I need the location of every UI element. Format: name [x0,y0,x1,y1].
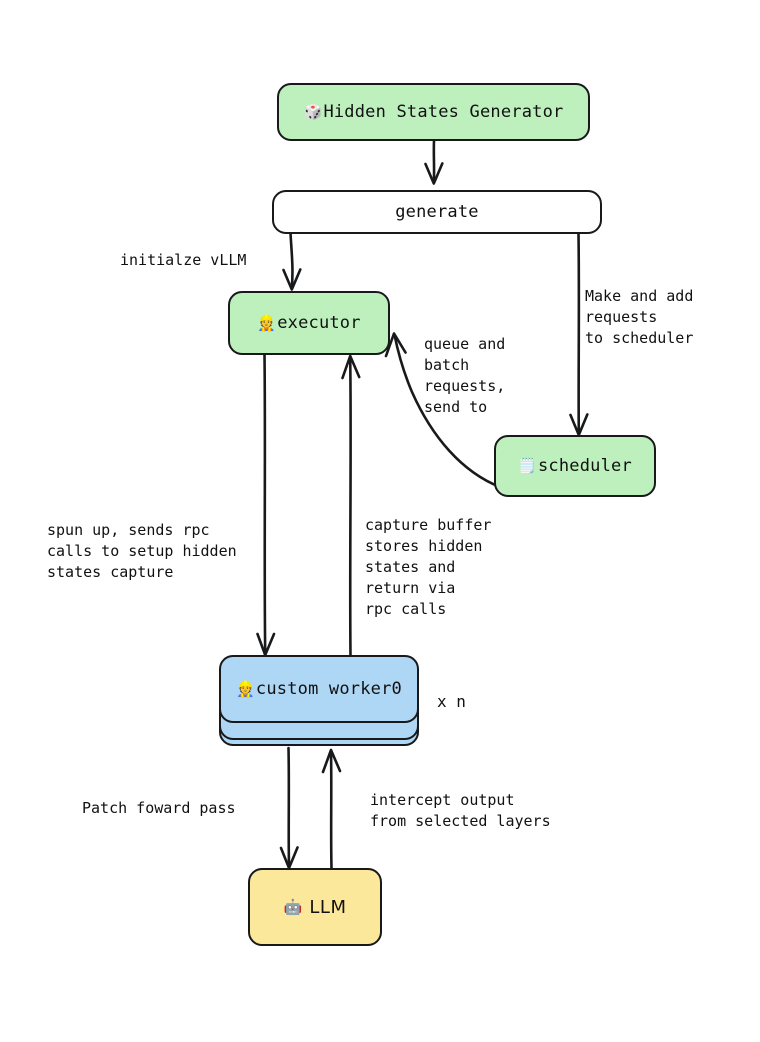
edge-worker-to-llm [279,746,299,870]
edge-worker-to-executor [341,354,361,658]
node-llm-label: LLM [309,896,347,918]
node-generate[interactable]: generate [272,190,602,234]
notepad-icon: 🗒️ [518,456,537,475]
node-generate-label: generate [395,202,479,222]
node-executor-label: executor [277,313,361,333]
node-custom-worker0-label: custom worker0 [255,679,402,699]
node-custom-worker0[interactable]: 👷 custom worker0 [219,655,419,723]
node-hidden-states-generator[interactable]: 🎲 Hidden States Generator [277,83,590,141]
node-scheduler[interactable]: 🗒️ scheduler [494,435,656,497]
edge-executor-to-worker [256,353,276,657]
construction-worker-icon: 👷 [257,313,277,332]
edge-label-intercept-output: intercept output from selected layers [370,791,551,830]
edge-label-initialize-vllm: initialze vLLM [120,251,247,269]
edge-llm-to-worker [321,748,342,870]
edge-generate-to-executor [282,231,302,291]
custom-worker0-multiplicity-label: x n [437,692,466,711]
dice-icon: 🎲 [303,102,323,121]
node-executor[interactable]: 👷 executor [228,291,390,355]
edge-label-patch-forward-pass: Patch foward pass [82,799,236,817]
node-hidden-states-generator-label: Hidden States Generator [323,102,564,122]
edge-label-make-and-add-requests: Make and add requests to scheduler [585,287,694,347]
robot-icon: 🤖 [283,897,303,916]
edge-label-capture-buffer: capture buffer stores hidden states and … [365,516,492,618]
node-scheduler-label: scheduler [537,456,632,476]
edge-label-queue-and-batch: queue and batch requests, send to [424,335,506,416]
edge-label-spun-up-rpc: spun up, sends rpc calls to setup hidden… [47,521,237,581]
construction-worker-icon: 👷 [236,679,255,698]
edge-generator-to-generate [424,139,444,185]
node-llm[interactable]: 🤖 LLM [248,868,382,946]
